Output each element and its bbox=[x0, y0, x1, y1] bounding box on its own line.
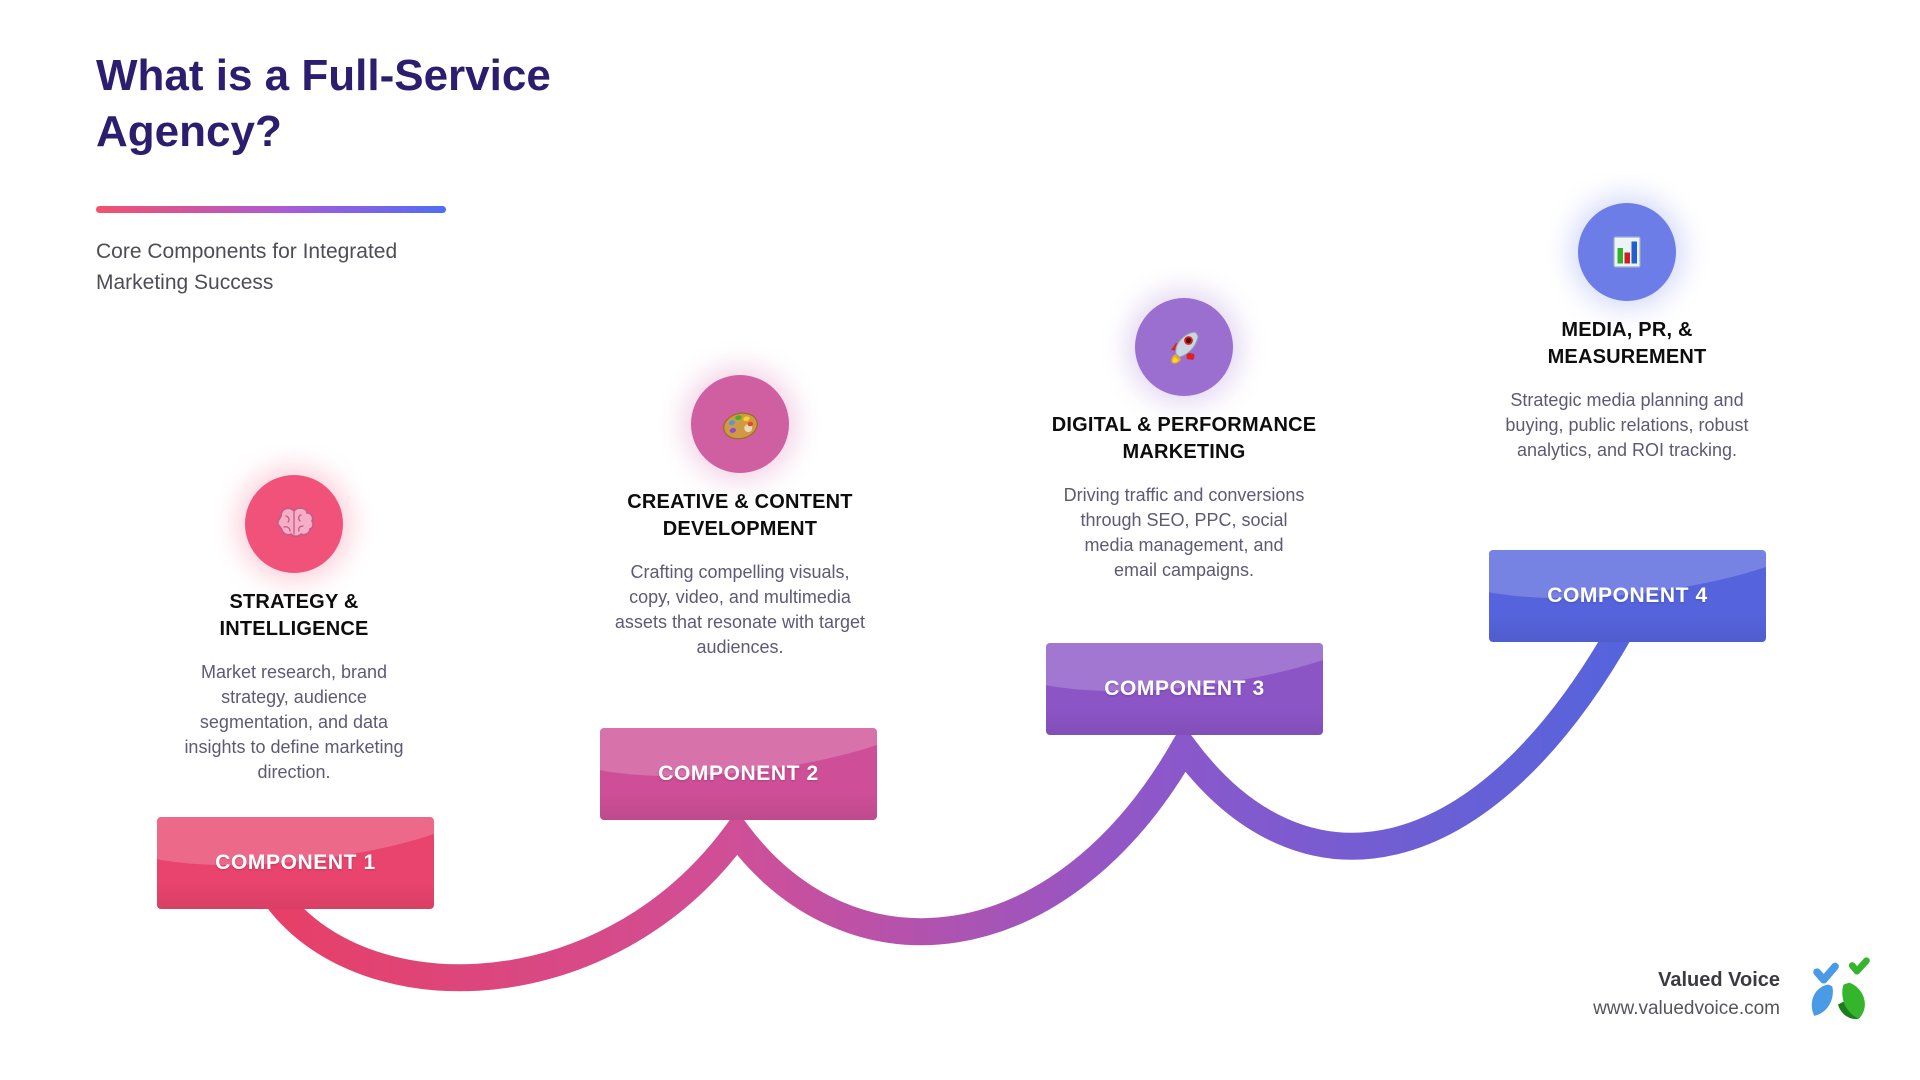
component-3-description: Driving traffic and conversions through … bbox=[1063, 485, 1305, 580]
component-card-2: CREATIVE & CONTENT DEVELOPMENT Crafting … bbox=[590, 375, 890, 660]
component-1-description: Market research, brand strategy, audienc… bbox=[184, 662, 404, 782]
component-4-button[interactable]: COMPONENT 4 bbox=[1489, 550, 1766, 642]
component-3-icon-circle bbox=[1135, 298, 1233, 396]
component-4-button-label: COMPONENT 4 bbox=[1547, 584, 1708, 607]
component-card-1: STRATEGY & INTELLIGENCE Market research,… bbox=[144, 475, 444, 785]
component-card-3: DIGITAL & PERFORMANCE MARKETING Driving … bbox=[1034, 298, 1334, 583]
component-4-title: MEDIA, PR, & MEASUREMENT bbox=[1547, 319, 1707, 368]
component-2-icon-circle bbox=[691, 375, 789, 473]
bar-chart-icon bbox=[1613, 236, 1641, 268]
component-1-button-label: COMPONENT 1 bbox=[215, 851, 376, 874]
footer: Valued Voice www.valuedvoice.com bbox=[1593, 956, 1880, 1032]
website-url[interactable]: www.valuedvoice.com bbox=[1593, 997, 1780, 1019]
gradient-underline bbox=[96, 206, 446, 213]
component-1-button[interactable]: COMPONENT 1 bbox=[157, 817, 434, 909]
component-2-button-label: COMPONENT 2 bbox=[658, 762, 819, 785]
component-1-icon-circle bbox=[245, 475, 343, 573]
page-title: What is a Full-Service Agency? bbox=[96, 48, 616, 160]
brand-name: Valued Voice bbox=[1658, 968, 1780, 991]
page-title-line1: What is a Full-Service bbox=[96, 51, 551, 100]
component-4-icon-circle bbox=[1578, 203, 1676, 301]
component-1-title: STRATEGY & INTELLIGENCE bbox=[219, 591, 369, 640]
component-3-button[interactable]: COMPONENT 3 bbox=[1046, 643, 1323, 735]
rocket-icon bbox=[1171, 331, 1199, 364]
component-2-description: Crafting compelling visuals, copy, video… bbox=[614, 562, 866, 657]
palette-icon bbox=[723, 412, 758, 440]
component-card-4: MEDIA, PR, & MEASUREMENT Strategic media… bbox=[1477, 203, 1777, 463]
component-2-title: CREATIVE & CONTENT DEVELOPMENT bbox=[627, 491, 853, 540]
page-title-line2: Agency? bbox=[96, 107, 282, 156]
component-3-title: DIGITAL & PERFORMANCE MARKETING bbox=[1051, 414, 1317, 463]
page-subtitle: Core Components for Integrated Marketing… bbox=[96, 240, 398, 294]
component-2-button[interactable]: COMPONENT 2 bbox=[600, 728, 877, 820]
component-3-button-label: COMPONENT 3 bbox=[1104, 677, 1265, 700]
component-4-description: Strategic media planning and buying, pub… bbox=[1505, 390, 1749, 460]
brain-icon bbox=[277, 507, 314, 538]
valued-voice-logo bbox=[1811, 957, 1870, 1020]
